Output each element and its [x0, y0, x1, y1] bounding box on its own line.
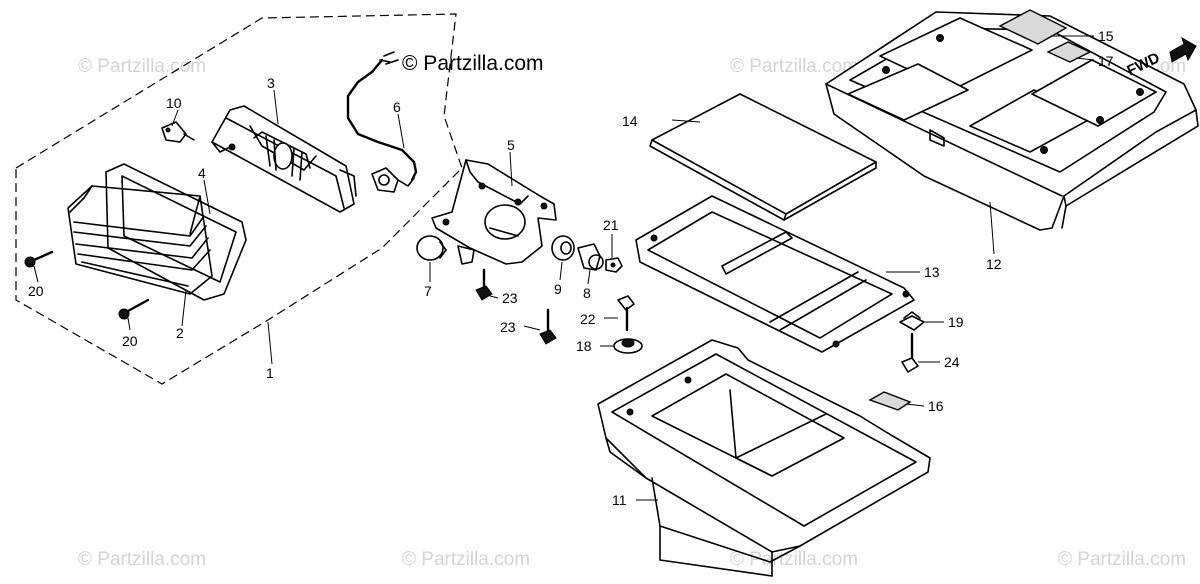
seat-base-part [825, 11, 1199, 231]
screw-20-lower [118, 298, 150, 320]
callout-1: 1 [266, 365, 274, 381]
socket-wire-part [346, 51, 418, 193]
callout-5: 5 [507, 137, 515, 153]
watermark-top-left: © Partzilla.com [78, 56, 206, 77]
callout-6: 6 [393, 99, 401, 115]
leader-lines [33, 35, 1095, 501]
watermark-top-right: © Partzilla.com [730, 56, 858, 77]
callout-23-lower: 23 [500, 319, 516, 335]
callout-4: 4 [198, 165, 206, 181]
bolt-23-upper [475, 268, 493, 301]
label-sticker-16 [868, 391, 912, 411]
bolt-22 [617, 295, 635, 332]
nut-part [605, 257, 623, 273]
cap-part [416, 235, 447, 261]
washer-18 [613, 338, 643, 354]
watermark-bottom-left: © Partzilla.com [78, 549, 206, 570]
label-sticker-15 [998, 9, 1068, 45]
screw-20-left [24, 250, 54, 268]
lens-part [67, 185, 213, 295]
bracket-part [431, 159, 557, 265]
tray-part [635, 195, 915, 353]
callout-3: 3 [267, 75, 275, 91]
callout-23-upper: 23 [502, 290, 518, 306]
callout-21: 21 [603, 217, 619, 233]
callout-14: 14 [622, 113, 638, 129]
watermark-bottom-center: © Partzilla.com [402, 549, 530, 570]
callout-8: 8 [583, 285, 591, 301]
callout-11: 11 [612, 492, 627, 508]
callout-18: 18 [576, 338, 592, 354]
housing-part [211, 105, 357, 213]
callout-19: 19 [948, 314, 964, 330]
callout-24: 24 [944, 354, 960, 370]
watermark-bottom-far-right: © Partzilla.com [1058, 549, 1186, 570]
callout-20-left: 20 [28, 283, 44, 299]
watermark-bottom-right: © Partzilla.com [730, 549, 858, 570]
callout-12: 12 [986, 256, 1002, 272]
label-sticker-17 [1046, 41, 1092, 63]
lower-case-part [597, 339, 931, 577]
assembly-boundary-dashed [15, 13, 463, 385]
grommet-part [551, 235, 575, 261]
callout-10: 10 [166, 95, 182, 111]
callout-numbers: 3 10 6 5 4 20 20 2 1 7 9 8 21 23 23 22 1… [28, 28, 1114, 508]
watermark-main: © Partzilla.com [402, 52, 544, 75]
callout-15: 15 [1098, 28, 1114, 44]
callout-2: 2 [176, 325, 184, 341]
bolt-19 [899, 311, 925, 331]
callout-17: 17 [1098, 53, 1114, 69]
bolt-23-lower [539, 308, 557, 345]
bolt-24 [901, 332, 919, 373]
callout-22: 22 [580, 311, 596, 327]
callout-7: 7 [424, 283, 432, 299]
callout-16: 16 [928, 398, 944, 414]
callout-20-lower: 20 [122, 333, 138, 349]
bulb-part [161, 121, 195, 143]
pad-part [649, 93, 877, 221]
callout-9: 9 [554, 281, 562, 297]
callout-13: 13 [924, 264, 940, 280]
collar-part [577, 243, 604, 271]
gasket-part [105, 163, 247, 301]
